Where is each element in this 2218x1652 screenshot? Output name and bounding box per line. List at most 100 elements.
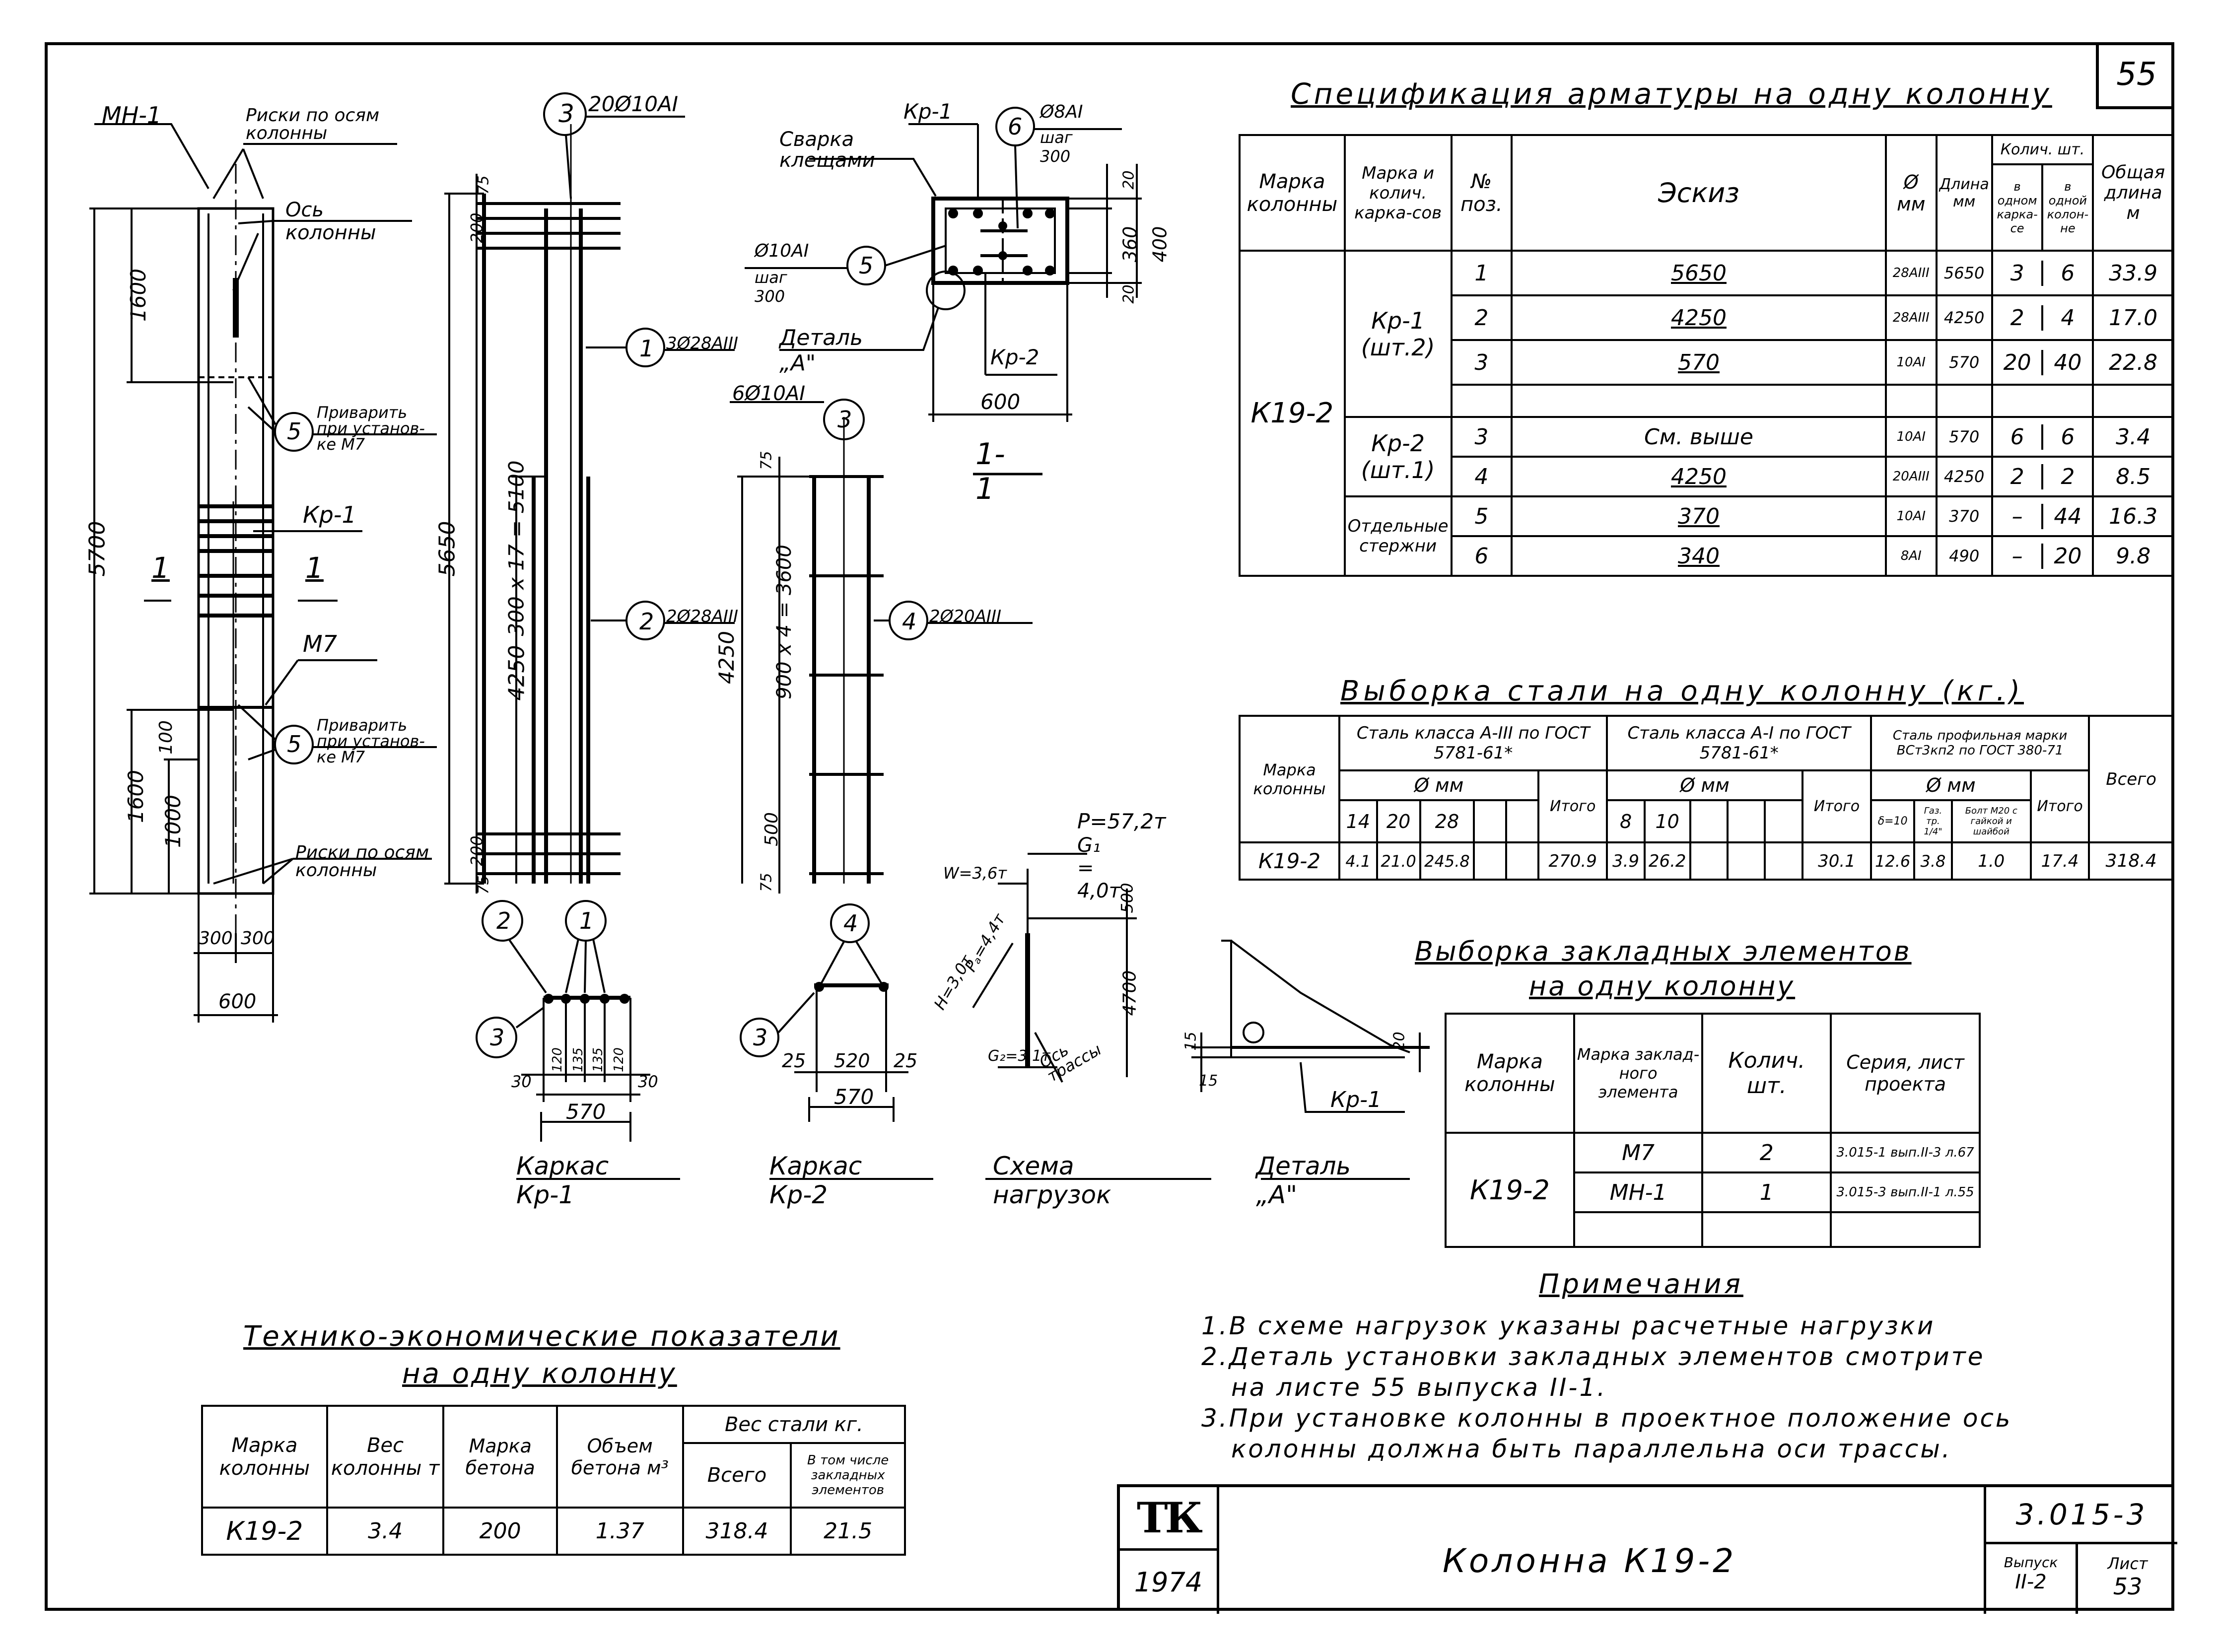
spec-cell: 2 xyxy=(1450,294,1513,341)
load-w: W=3,6т xyxy=(943,864,1007,883)
spec-h-qty: Колич. шт. в одном карка-се в одной коло… xyxy=(1991,134,2094,252)
dim-75-a: 75 xyxy=(475,175,492,195)
tb-vyp-label: Выпуск xyxy=(2004,1554,2058,1571)
spec-cell: 4250 xyxy=(1511,294,1887,341)
label-bar4: 2Ø20АIII xyxy=(929,607,1001,626)
load-title: Схема нагрузок xyxy=(993,1152,1111,1209)
steel-h-pd2: Газ. тр. 1/4" xyxy=(1913,799,1953,843)
load-dim-500: 500 xyxy=(1117,883,1137,913)
steel-h-mark: Марка колонны xyxy=(1238,715,1341,843)
steel-h-d8: 8 xyxy=(1606,799,1646,843)
steel-h-d20: 20 xyxy=(1376,799,1421,843)
kp1-callout-2: 2 xyxy=(496,907,511,934)
dim-300-a: 300 xyxy=(199,928,233,949)
steel-h-pd3: Болт М20 с гайкой и шайбой xyxy=(1950,799,2032,843)
spec-cell: 28АIII xyxy=(1884,250,1938,296)
tep-h-mark: Марка колонны xyxy=(201,1405,328,1509)
dim-300-b: 300 xyxy=(241,928,275,949)
spec-cell: 22.8 xyxy=(2092,339,2174,386)
spec-cell: 17.0 xyxy=(2092,294,2174,341)
steel-h-dia-prof: Ø мм xyxy=(1870,769,2032,801)
spec-cell: 6 xyxy=(2061,424,2075,450)
spec-cell: 44 xyxy=(2054,503,2082,529)
label-bar3: 20Ø10АI xyxy=(588,92,679,116)
detail-a-title: Деталь „А" xyxy=(1256,1152,1351,1209)
note-2: 2.Деталь установки закладных элементов с… xyxy=(1201,1342,1985,1371)
embed-cell: 1 xyxy=(1701,1171,1832,1213)
spec-col-mark: К19-2 xyxy=(1239,250,1346,577)
spec-cell: 4 xyxy=(1450,456,1513,497)
spec-h-dia: Ø мм xyxy=(1884,134,1938,252)
steel-cell: 318.4 xyxy=(2088,841,2174,881)
dim-1600-bot: 1600 xyxy=(123,770,148,823)
embed-title-2: на одну колонну xyxy=(1529,970,1796,1002)
kp1-title: Каркас Кр-1 xyxy=(516,1152,609,1209)
embed-col-mark: К19-2 xyxy=(1445,1132,1575,1248)
rebar-elevation-2 xyxy=(730,399,1033,894)
steel-h-dia-a1: Ø мм xyxy=(1606,769,1803,801)
dim-360: 360 xyxy=(1119,226,1141,263)
embed-h-mark: Марка колонны xyxy=(1445,1013,1575,1134)
spec-h-len: Длина мм xyxy=(1935,134,1993,252)
column-elevation xyxy=(89,123,437,1023)
tep-h-concrete: Марка бетона xyxy=(442,1405,558,1509)
title-block: ТК 1974 Колонна К19-2 3.015-3 Выпуск II-… xyxy=(1117,1484,2177,1614)
tep-title-1: Технико-экономические показатели xyxy=(243,1320,840,1353)
note-2b: на листе 55 выпуска II-1. xyxy=(1231,1373,1607,1402)
kp1-dim-570: 570 xyxy=(566,1100,606,1124)
tb-list-label: Лист xyxy=(2107,1554,2148,1573)
spec-group-kp1: Кр-1 (шт.2) xyxy=(1343,250,1453,418)
steel-h-prof: Сталь профильная марки ВСт3кп2 по ГОСТ 3… xyxy=(1870,715,2090,771)
load-g2: G₂=3,1т xyxy=(988,1047,1050,1065)
spec-cell: – xyxy=(1993,503,2044,529)
label-kp1-section: Кр-1 xyxy=(903,99,953,124)
spec-cell: 2 xyxy=(1993,305,2044,331)
spec-h-frame: Марка и колич. карка-сов xyxy=(1343,134,1453,252)
spec-h-qty-col: в одной колон-не xyxy=(2047,180,2089,235)
spec-group-sep: Отдельные стержни xyxy=(1343,495,1453,577)
steel-h-itogo2: Итого xyxy=(1801,769,1872,843)
label-privarit-2: Приварить при установ-ке М7 xyxy=(317,716,425,766)
tep-h-incl: В том числе закладных элементов xyxy=(790,1442,906,1509)
tep-h-steel: Вес стали кг. xyxy=(682,1405,906,1444)
steel-cell: 12.6 xyxy=(1870,841,1916,881)
spec-group-kp2: Кр-2 (шт.1) xyxy=(1343,416,1453,497)
label-kp1: Кр-1 xyxy=(303,501,356,528)
tb-series-cell: 3.015-3 xyxy=(1984,1487,2177,1544)
steel-cell: 26.2 xyxy=(1643,841,1691,881)
dim-75-c: 75 xyxy=(758,451,775,470)
dim-75-d: 75 xyxy=(758,873,775,892)
dim-500: 500 xyxy=(761,812,782,846)
spec-cell: 370 xyxy=(1511,495,1887,537)
cage-kp1 xyxy=(476,900,680,1180)
kp2-callout-4: 4 xyxy=(843,910,858,937)
tb-vyp: II-2 xyxy=(2015,1571,2047,1593)
label-bar5b: шаг 300 xyxy=(755,268,787,306)
embed-cell: 2 xyxy=(1701,1132,1832,1173)
embed-cell: М7 xyxy=(1573,1132,1704,1173)
spec-cell: 4250 xyxy=(1935,294,1993,341)
spec-cell: 4250 xyxy=(1935,456,1993,497)
cage-kp2 xyxy=(740,903,933,1180)
notes: 1.В схеме нагрузок указаны расчетные наг… xyxy=(1201,1310,2095,1464)
spec-cell: –20 xyxy=(1991,535,2094,577)
kp2-dim-520: 520 xyxy=(834,1050,870,1072)
steel-cell: 17.4 xyxy=(2029,841,2090,881)
callout-5-a: 5 xyxy=(287,418,302,445)
spec-cell: 340 xyxy=(1511,535,1887,577)
spec-cell: 6 xyxy=(1993,424,2044,450)
label-bar6a: Ø8АI xyxy=(1040,102,1083,122)
rebar-elevation-1 xyxy=(444,92,735,894)
load-p: P=57,2т xyxy=(1077,809,1166,833)
spec-cell: –44 xyxy=(1991,495,2094,537)
label-detail-a-ref: Деталь „А" xyxy=(779,325,863,376)
kp2-callout-3: 3 xyxy=(753,1024,768,1051)
spec-h-pos: № поз. xyxy=(1450,134,1513,252)
embed-table: Марка колонны Марка заклад-ного элемента… xyxy=(1445,1013,1981,1248)
tb-vyp-cell: Выпуск II-2 xyxy=(1984,1544,2078,1614)
tep-h-volume: Объем бетона м³ xyxy=(555,1405,684,1509)
tep-cell: 1.37 xyxy=(555,1507,684,1556)
dim-600-section: 600 xyxy=(980,390,1021,414)
